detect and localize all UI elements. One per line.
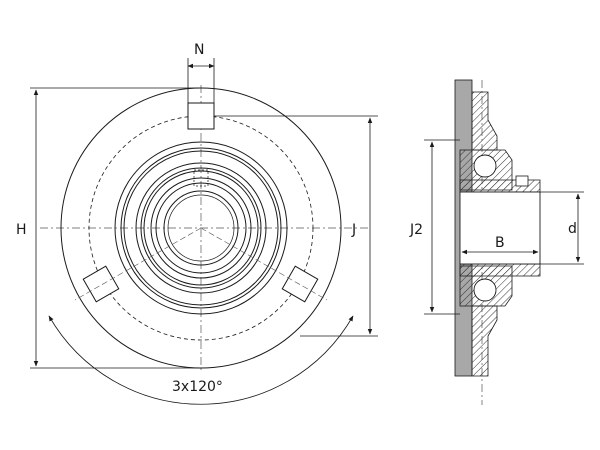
label-j2: J2 bbox=[409, 222, 423, 238]
side-view bbox=[454, 79, 541, 405]
bearing-ball-bottom bbox=[473, 278, 497, 302]
bore-section bbox=[459, 191, 541, 265]
housing-ring-2 bbox=[120, 147, 282, 309]
label-angle: 3x120° bbox=[172, 379, 223, 395]
label-b: B bbox=[495, 235, 505, 251]
bearing-ring-2 bbox=[140, 167, 262, 289]
slot-center-line-right bbox=[200, 227, 328, 301]
front-view bbox=[40, 85, 370, 372]
label-h: H bbox=[16, 222, 27, 238]
label-d: d bbox=[568, 221, 577, 237]
dimension-j2 bbox=[424, 139, 460, 315]
bearing-inner-ring bbox=[150, 177, 252, 279]
slot-center-line-left bbox=[74, 227, 202, 301]
bore bbox=[163, 190, 239, 266]
grub-screw-hidden bbox=[193, 169, 209, 187]
bearing-outer-ring bbox=[135, 162, 267, 294]
label-n: N bbox=[194, 42, 204, 58]
dimension-h bbox=[30, 87, 201, 369]
dimension-d bbox=[540, 191, 584, 265]
inner-ring-2 bbox=[155, 182, 247, 274]
bore-chamfer bbox=[167, 194, 235, 262]
angle-arc bbox=[48, 315, 354, 405]
bearing-ring-3 bbox=[143, 170, 259, 286]
housing-ring-3 bbox=[123, 150, 279, 306]
bolt-slot-right bbox=[281, 265, 319, 303]
inner-ring-bottom bbox=[459, 263, 541, 277]
flange-section-top bbox=[471, 91, 498, 151]
dimension-j bbox=[214, 115, 378, 337]
housing-ring-outer bbox=[114, 141, 288, 315]
bolt-slot-left bbox=[82, 265, 120, 303]
label-j: J bbox=[351, 222, 356, 238]
bearing-ball-top bbox=[473, 154, 497, 178]
flange-section-bottom bbox=[471, 305, 498, 377]
grub-screw bbox=[515, 175, 529, 187]
dimension-n bbox=[187, 58, 215, 103]
bolt-slot-top bbox=[187, 102, 215, 130]
